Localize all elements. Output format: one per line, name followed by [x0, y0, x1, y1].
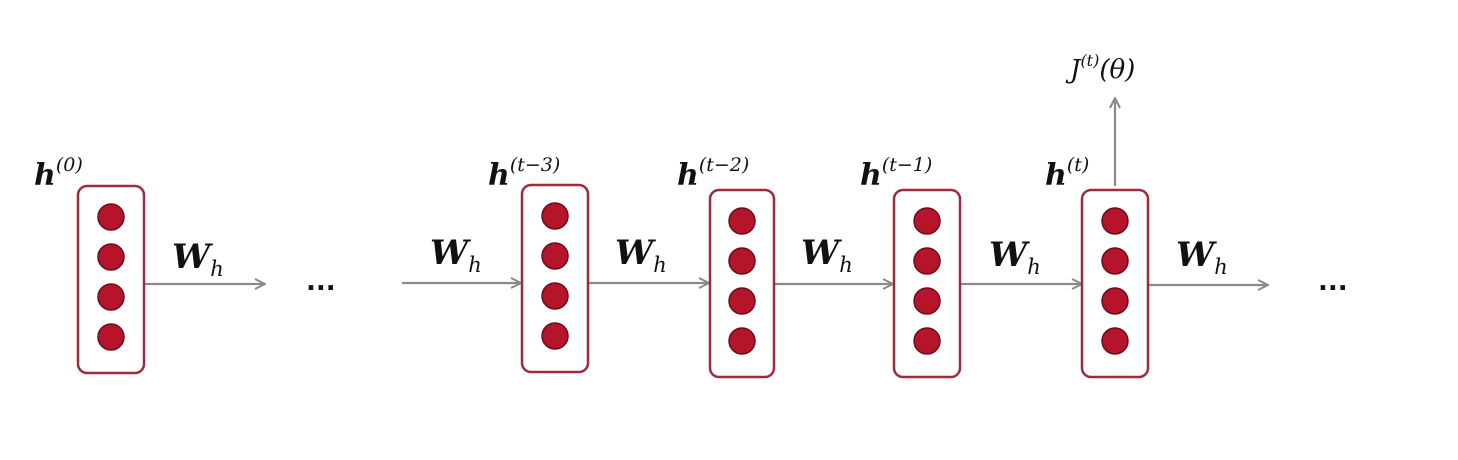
- hidden-state-label-sup: (t−1): [882, 154, 932, 176]
- hidden-state-label-base: h: [1045, 158, 1067, 193]
- weight-label-1: Wh: [172, 237, 224, 281]
- hidden-state-label-base: h: [488, 158, 510, 193]
- neuron-h-t-3-4: [541, 322, 569, 350]
- svg-text:h(t−3): h(t−3): [488, 154, 560, 193]
- neuron-h-t-2: [1101, 247, 1129, 275]
- weight-label-4: Wh: [801, 233, 853, 277]
- neuron-h-t-3-3: [541, 282, 569, 310]
- hidden-state-label-base: h: [34, 158, 56, 193]
- neuron-h0-3: [97, 283, 125, 311]
- loss-label-sup: (t): [1080, 51, 1099, 70]
- neuron-h0-1: [97, 203, 125, 231]
- hidden-state-label-base: h: [677, 158, 699, 193]
- neuron-h-t-3-1: [541, 202, 569, 230]
- neuron-h-t-3: [1101, 287, 1129, 315]
- ellipsis-right: ...: [1318, 267, 1348, 297]
- hidden-state-box-h-t: [1080, 188, 1150, 379]
- hidden-state-box-h-t-1: [892, 188, 962, 379]
- neuron-h-t-1-3: [913, 287, 941, 315]
- hidden-state-cells: [76, 183, 1150, 379]
- hidden-state-label-h-t-3: h(t−3): [488, 154, 560, 193]
- neuron-h-t-4: [1101, 327, 1129, 355]
- neuron-h-t-2-1: [728, 207, 756, 235]
- neuron-h-t-2-4: [728, 327, 756, 355]
- hidden-state-box-h-t-2: [708, 188, 776, 379]
- neuron-h-t-1-1: [913, 207, 941, 235]
- neuron-h-t-2-2: [728, 247, 756, 275]
- svg-text:h(t−2): h(t−2): [677, 154, 749, 193]
- hidden-state-box-h0: [76, 184, 146, 375]
- hidden-state-label-h-t-1: h(t−1): [860, 154, 932, 193]
- weight-label-6: Wh: [1176, 235, 1228, 279]
- hidden-state-label-sup: (0): [56, 154, 83, 176]
- neuron-h-t-2-3: [728, 287, 756, 315]
- svg-text:h(t): h(t): [1045, 154, 1089, 193]
- weight-label-2: Wh: [430, 233, 482, 277]
- neuron-h-t-1: [1101, 207, 1129, 235]
- loss-label: J(t)(θ): [1065, 51, 1135, 85]
- neuron-h-t-3-2: [541, 242, 569, 270]
- neuron-h-t-1-2: [913, 247, 941, 275]
- hidden-state-label-h0: h(0): [34, 154, 83, 193]
- ellipsis-left: ...: [306, 267, 336, 297]
- loss-label-base: J: [1065, 55, 1082, 85]
- hidden-state-label-base: h: [860, 158, 882, 193]
- neuron-h-t-1-4: [913, 327, 941, 355]
- neuron-h0-4: [97, 323, 125, 351]
- svg-text:J(t)(θ): J(t)(θ): [1065, 51, 1135, 85]
- svg-text:h(t−1): h(t−1): [860, 154, 932, 193]
- hidden-state-label-sup: (t−2): [699, 154, 749, 176]
- hidden-state-label-sup: (t): [1067, 154, 1089, 176]
- hidden-state-label-sup: (t−3): [510, 154, 560, 176]
- hidden-state-label-h-t-2: h(t−2): [677, 154, 749, 193]
- loss-label-arg: (θ): [1099, 55, 1135, 85]
- svg-text:h(0): h(0): [34, 154, 83, 193]
- hidden-state-label-h-t: h(t): [1045, 154, 1089, 193]
- weight-label-5: Wh: [989, 235, 1041, 279]
- weight-label-3: Wh: [615, 233, 667, 277]
- neuron-h0-2: [97, 243, 125, 271]
- hidden-state-box-h-t-3: [520, 183, 590, 374]
